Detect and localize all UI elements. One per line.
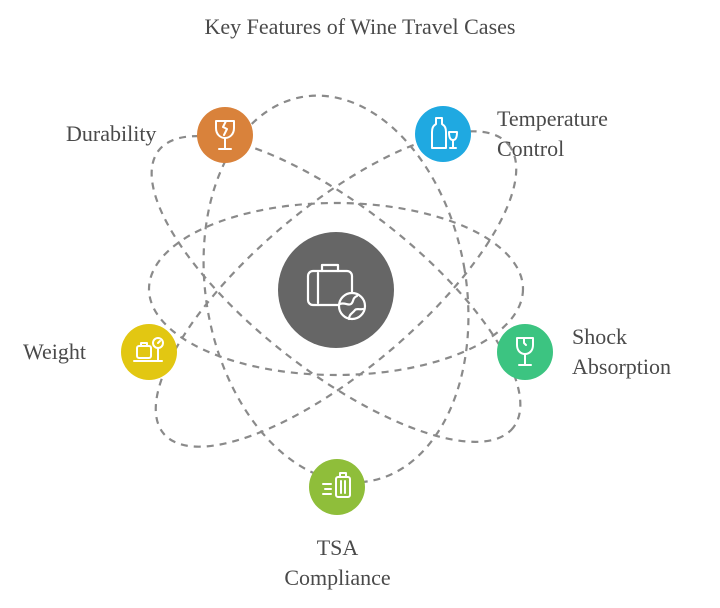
tsa-compliance-node xyxy=(309,459,365,515)
diagram-title: Key Features of Wine Travel Cases xyxy=(204,14,516,39)
center-circle xyxy=(278,232,394,348)
shock-absorption-circle xyxy=(497,324,553,380)
tsa-compliance-label-line-1: TSA xyxy=(316,535,359,560)
wine-glass-broken-icon xyxy=(215,120,235,150)
orbit-diagonal-b xyxy=(154,130,518,448)
orbit-vertical xyxy=(202,94,470,484)
shock-absorption-node xyxy=(497,324,553,380)
temperature-control-node xyxy=(415,106,471,162)
feature-label-shock-absorption: Shock Absorption xyxy=(572,322,671,382)
temperature-control-circle xyxy=(415,106,471,162)
durability-node xyxy=(197,107,253,163)
wine-glass-icon xyxy=(516,337,534,366)
feature-label-tsa-compliance: TSA Compliance xyxy=(250,533,425,593)
temperature-control-label-line-2: Control xyxy=(497,136,565,161)
weight-label-line-1: Weight xyxy=(23,339,86,364)
center-hub xyxy=(278,232,394,348)
shock-absorption-label-line-2: Absorption xyxy=(572,354,671,379)
weight-circle xyxy=(121,324,177,380)
feature-label-weight: Weight xyxy=(23,337,86,367)
luggage-scale-icon xyxy=(133,337,164,362)
feature-label-durability: Durability xyxy=(66,119,156,149)
orbit-diagonal-a xyxy=(150,135,522,443)
suitcase-speed-icon xyxy=(322,472,351,498)
temperature-control-label-line-1: Temperature xyxy=(497,106,608,131)
feature-label-temperature-control: Temperature Control xyxy=(497,104,608,164)
orbit-lines xyxy=(147,94,525,484)
wine-bottle-glass-icon xyxy=(431,117,458,149)
shock-absorption-label-line-1: Shock xyxy=(572,324,627,349)
durability-label-line-1: Durability xyxy=(66,121,157,146)
orbit-horizontal xyxy=(147,201,525,377)
tsa-compliance-label-line-2: Compliance xyxy=(284,565,391,590)
weight-node xyxy=(121,324,177,380)
luggage-globe-icon xyxy=(306,263,367,321)
